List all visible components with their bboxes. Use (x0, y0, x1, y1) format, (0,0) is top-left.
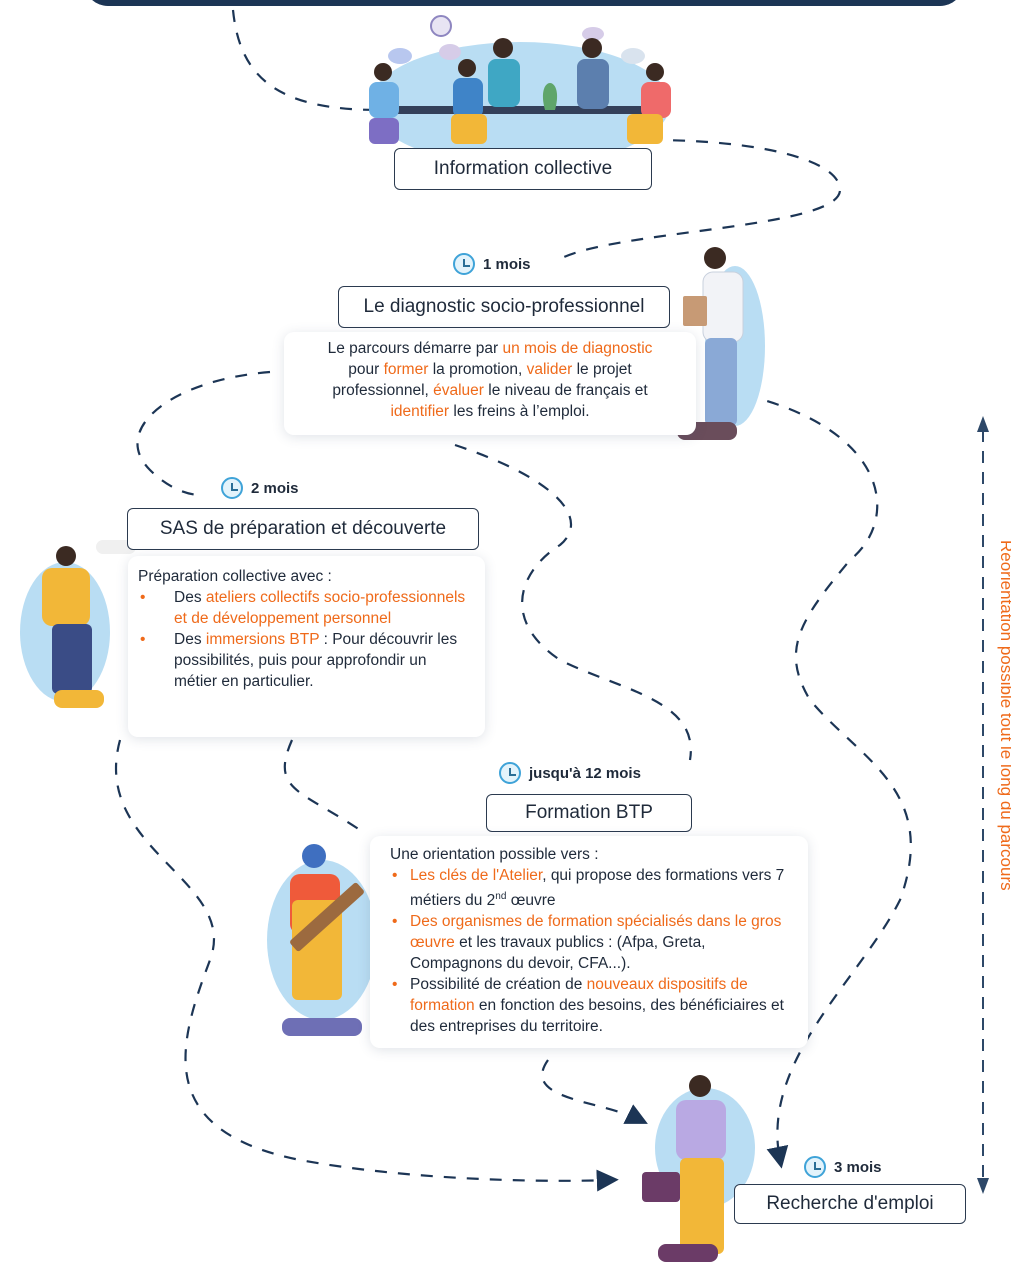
diag-line-3: professionnel, évaluer le niveau de fran… (332, 382, 648, 399)
stage-label: Recherche d'emploi (766, 1193, 934, 1214)
clock-icon (804, 1156, 826, 1178)
speech-bubbles (388, 15, 645, 64)
stage-sas: SAS de préparation et découverte (127, 508, 479, 550)
duration-label: 2 mois (251, 479, 299, 497)
formation-list: Les clés de l'Atelier, qui propose des f… (390, 865, 798, 1037)
path-sas-rech (114, 739, 619, 1192)
sas-intro: Préparation collective avec : (138, 568, 332, 585)
stage-label: Formation BTP (525, 802, 653, 823)
doctor-illustration (677, 247, 765, 440)
header-banner (84, 0, 964, 6)
list-item: Des ateliers collectifs socio-profession… (140, 587, 473, 629)
stage-label: Information collective (433, 158, 613, 179)
worker-drill-illustration (267, 844, 377, 1036)
path-sas-form (283, 739, 361, 831)
people-group (369, 38, 671, 144)
duration-recherche: 3 mois (804, 1156, 882, 1178)
arrow-up-icon (977, 416, 989, 432)
list-item: Des immersions BTP : Pour découvrir les … (140, 629, 473, 692)
clock-icon (453, 253, 475, 275)
path-top (231, 9, 381, 112)
arrow-down-icon (977, 1178, 989, 1194)
duration-diag: 1 mois (453, 253, 531, 275)
list-item: Possibilité de création de nouveaux disp… (392, 974, 798, 1037)
clock-icon (221, 477, 243, 499)
duration-sas: 2 mois (221, 477, 299, 499)
duration-formation: jusqu'à 12 mois (499, 762, 641, 784)
stage-information-collective: Information collective (394, 148, 652, 190)
reorientation-label: Réorientation possible tout le long du p… (997, 540, 1011, 891)
duration-label: jusqu'à 12 mois (529, 764, 641, 782)
diag-line-1: Le parcours démarre par un mois de diagn… (327, 340, 653, 357)
stage-label: SAS de préparation et découverte (159, 518, 447, 539)
path-form-rech (541, 1059, 648, 1124)
duration-label: 3 mois (834, 1158, 882, 1176)
man-waving-illustration (20, 540, 136, 708)
path-info-diag (554, 138, 842, 263)
formation-intro: Une orientation possible vers : (390, 846, 599, 863)
duration-label: 1 mois (483, 255, 531, 273)
list-item: Des organismes de formation spécialisés … (392, 911, 798, 974)
sas-card: Préparation collective avec : Des atelie… (128, 556, 485, 737)
diag-line-4: identifier les freins à l’emploi. (390, 403, 590, 420)
formation-card: Une orientation possible vers : Les clés… (370, 836, 808, 1048)
path-diag-form (454, 443, 692, 761)
diagnostic-card: Le parcours démarre par un mois de diagn… (284, 332, 696, 435)
stage-formation: Formation BTP (486, 794, 692, 832)
list-item: Les clés de l'Atelier, qui propose des f… (392, 865, 798, 911)
team-meeting-illustration (369, 15, 671, 166)
path-diag-sas (136, 370, 271, 497)
sas-list: Des ateliers collectifs socio-profession… (138, 587, 473, 692)
stage-diagnostic: Le diagnostic socio-professionnel (338, 286, 670, 328)
diag-line-2: pour former la promotion, valider le pro… (348, 361, 632, 378)
stage-recherche: Recherche d'emploi (734, 1184, 966, 1224)
stage-label: Le diagnostic socio-professionnel (363, 296, 645, 317)
job-seeker-illustration (642, 1075, 755, 1262)
clock-icon (499, 762, 521, 784)
